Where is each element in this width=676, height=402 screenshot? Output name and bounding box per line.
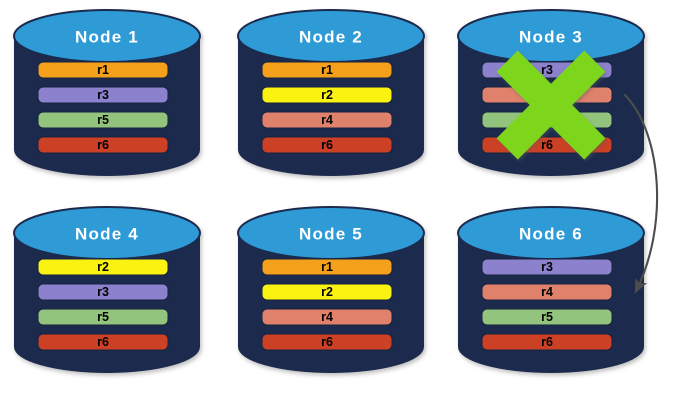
replica-bar-r3[interactable]: r3 — [481, 258, 613, 276]
database-node-2[interactable]: Node 2 r1 r2 r4 r6 — [237, 9, 425, 176]
replica-label: r6 — [321, 335, 333, 349]
replica-bar-fill — [37, 308, 169, 326]
replica-label: r1 — [97, 63, 109, 77]
replica-bar-fill — [37, 333, 169, 351]
replica-label: r3 — [97, 285, 109, 299]
replication-arrow — [623, 93, 659, 294]
node-title: Node 6 — [519, 224, 583, 243]
replica-bar-r2[interactable]: r2 — [261, 86, 393, 104]
replica-bar-fill — [261, 258, 393, 276]
replica-bar-r2[interactable]: r2 — [37, 258, 169, 276]
replica-bar-r1[interactable]: r1 — [37, 61, 169, 79]
replica-bar-fill — [261, 111, 393, 129]
replica-bar-r6[interactable]: r6 — [37, 333, 169, 351]
replica-label: r4 — [321, 310, 333, 324]
replica-label: r6 — [97, 138, 109, 152]
replica-label: r1 — [321, 260, 333, 274]
replica-bar-fill — [481, 283, 613, 301]
nodes-layer: Node 1 r1 r3 r5 r6 Node 2 r1 r2 r4 r6 Node 3 r3 r4 r5… — [13, 9, 645, 373]
failure-x-stroke-2 — [496, 50, 606, 160]
replica-label: r5 — [541, 310, 553, 324]
node-title: Node 2 — [299, 27, 363, 46]
replica-label: r6 — [97, 335, 109, 349]
replica-label: r5 — [97, 113, 109, 127]
replica-bar-fill — [37, 111, 169, 129]
replica-label: r2 — [321, 88, 333, 102]
replica-label: r3 — [541, 63, 553, 77]
replica-label: r4 — [321, 113, 333, 127]
replica-label: r2 — [321, 285, 333, 299]
replica-bar-r3[interactable]: r3 — [37, 86, 169, 104]
database-node-6[interactable]: Node 6 r3 r4 r5 r6 — [457, 206, 645, 373]
replica-label: r3 — [97, 88, 109, 102]
replica-label: r6 — [541, 335, 553, 349]
replica-bar-r1[interactable]: r1 — [261, 61, 393, 79]
node-title: Node 3 — [519, 27, 583, 46]
node-title: Node 1 — [75, 27, 139, 46]
replica-label: r6 — [321, 138, 333, 152]
replica-label: r1 — [321, 63, 333, 77]
replica-bar-fill — [481, 333, 613, 351]
replica-bar-r6[interactable]: r6 — [261, 136, 393, 154]
database-node-4[interactable]: Node 4 r2 r3 r5 r6 — [13, 206, 201, 373]
replica-bar-r6[interactable]: r6 — [481, 333, 613, 351]
replica-bar-r5[interactable]: r5 — [481, 308, 613, 326]
arrow-layer — [623, 93, 659, 294]
replica-bar-fill — [261, 333, 393, 351]
replica-label: r6 — [541, 138, 553, 152]
replica-bar-r3[interactable]: r3 — [37, 283, 169, 301]
replica-bar-fill — [261, 61, 393, 79]
replica-label: r5 — [97, 310, 109, 324]
replica-bar-r2[interactable]: r2 — [261, 283, 393, 301]
replica-bar-fill — [37, 258, 169, 276]
node-title: Node 5 — [299, 224, 363, 243]
replica-bar-fill — [261, 308, 393, 326]
replica-bar-r4[interactable]: r4 — [261, 111, 393, 129]
replica-bar-fill — [481, 258, 613, 276]
replica-bar-r5[interactable]: r5 — [37, 111, 169, 129]
replica-bar-fill — [37, 136, 169, 154]
replica-bar-fill — [261, 136, 393, 154]
database-node-1[interactable]: Node 1 r1 r3 r5 r6 — [13, 9, 201, 176]
replica-bar-r6[interactable]: r6 — [37, 136, 169, 154]
replica-bar-fill — [37, 283, 169, 301]
replica-bar-fill — [37, 86, 169, 104]
node-title: Node 4 — [75, 224, 139, 243]
replica-bar-r4[interactable]: r4 — [261, 308, 393, 326]
replica-bar-r6[interactable]: r6 — [261, 333, 393, 351]
replica-bar-fill — [261, 283, 393, 301]
replica-label: r3 — [541, 260, 553, 274]
replica-bar-r4[interactable]: r4 — [481, 283, 613, 301]
replica-bar-r5[interactable]: r5 — [37, 308, 169, 326]
failure-layer — [496, 50, 606, 160]
failure-x-mark — [496, 50, 606, 160]
replica-label: r4 — [541, 285, 553, 299]
database-node-5[interactable]: Node 5 r1 r2 r4 r6 — [237, 206, 425, 373]
replica-bar-r1[interactable]: r1 — [261, 258, 393, 276]
replica-bar-fill — [37, 61, 169, 79]
replica-bar-fill — [261, 86, 393, 104]
replica-label: r2 — [97, 260, 109, 274]
replica-bar-fill — [481, 308, 613, 326]
